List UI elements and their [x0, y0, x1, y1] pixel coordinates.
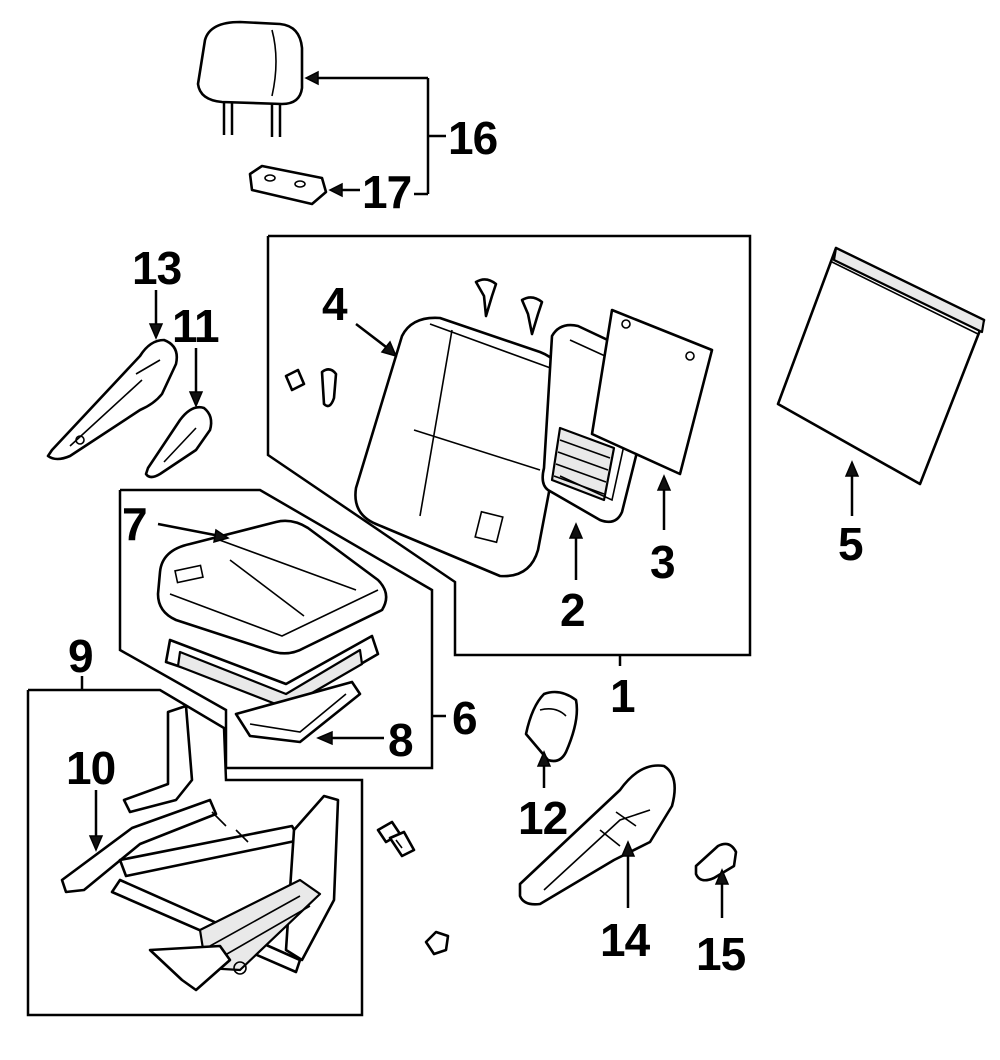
callout-11-leader [188, 348, 204, 408]
callout-12: 12 [518, 792, 567, 844]
callout-7-leader [157, 522, 230, 544]
callout-16: 16 [448, 112, 497, 164]
callout-6: 6 [452, 692, 477, 744]
nut-icon[interactable] [424, 930, 450, 956]
seat-back-cushion-icon[interactable] [354, 316, 570, 578]
callout-2: 2 [560, 584, 585, 636]
back-panel-icon[interactable] [590, 308, 714, 476]
callout-4-leader [355, 323, 398, 358]
callout-13-leader [148, 290, 164, 340]
callout-14-leader [620, 840, 636, 908]
callout-8: 8 [388, 714, 413, 766]
callout-3: 3 [650, 536, 675, 588]
callout-14: 14 [600, 914, 651, 966]
callout-1: 1 [610, 670, 635, 722]
bolt-icon[interactable] [376, 820, 416, 858]
side-shield-inner-icon[interactable] [144, 405, 213, 479]
knob-icon[interactable] [694, 842, 738, 882]
headrest-icon[interactable] [196, 20, 304, 137]
callout-7: 7 [122, 498, 147, 550]
callout-6-group-box [118, 488, 434, 770]
callout-17: 17 [362, 166, 411, 218]
callout-5: 5 [838, 518, 863, 570]
callout-17-leader [328, 182, 428, 198]
callout-9-group-box [26, 688, 364, 1017]
recliner-handle-icon[interactable] [518, 764, 676, 906]
recliner-cover-icon[interactable] [524, 690, 579, 763]
back-board-icon[interactable] [776, 246, 986, 486]
callout-4: 4 [322, 278, 348, 330]
callout-5-leader [844, 460, 860, 516]
callout-2-leader [568, 522, 584, 580]
callout-3-leader [656, 474, 672, 530]
headrest-guide-icon[interactable] [248, 164, 328, 206]
callout-9: 9 [68, 630, 93, 682]
callout-13: 13 [132, 242, 181, 294]
callout-12-leader [536, 750, 552, 788]
side-shield-icon[interactable] [46, 338, 179, 461]
callout-16-leader [304, 70, 446, 194]
callout-8-leader [316, 730, 384, 746]
seat-track-icon[interactable] [60, 704, 340, 992]
clip-pin-icon [284, 278, 544, 408]
callout-15-leader [714, 868, 730, 918]
callout-15: 15 [696, 928, 746, 980]
callout-10-leader [88, 790, 104, 852]
callout-11: 11 [172, 300, 219, 352]
seat-cushion-icon[interactable] [156, 519, 388, 655]
callout-1-group-box [266, 234, 752, 657]
callout-10: 10 [66, 742, 115, 794]
cushion-frame-icon[interactable] [164, 634, 380, 744]
